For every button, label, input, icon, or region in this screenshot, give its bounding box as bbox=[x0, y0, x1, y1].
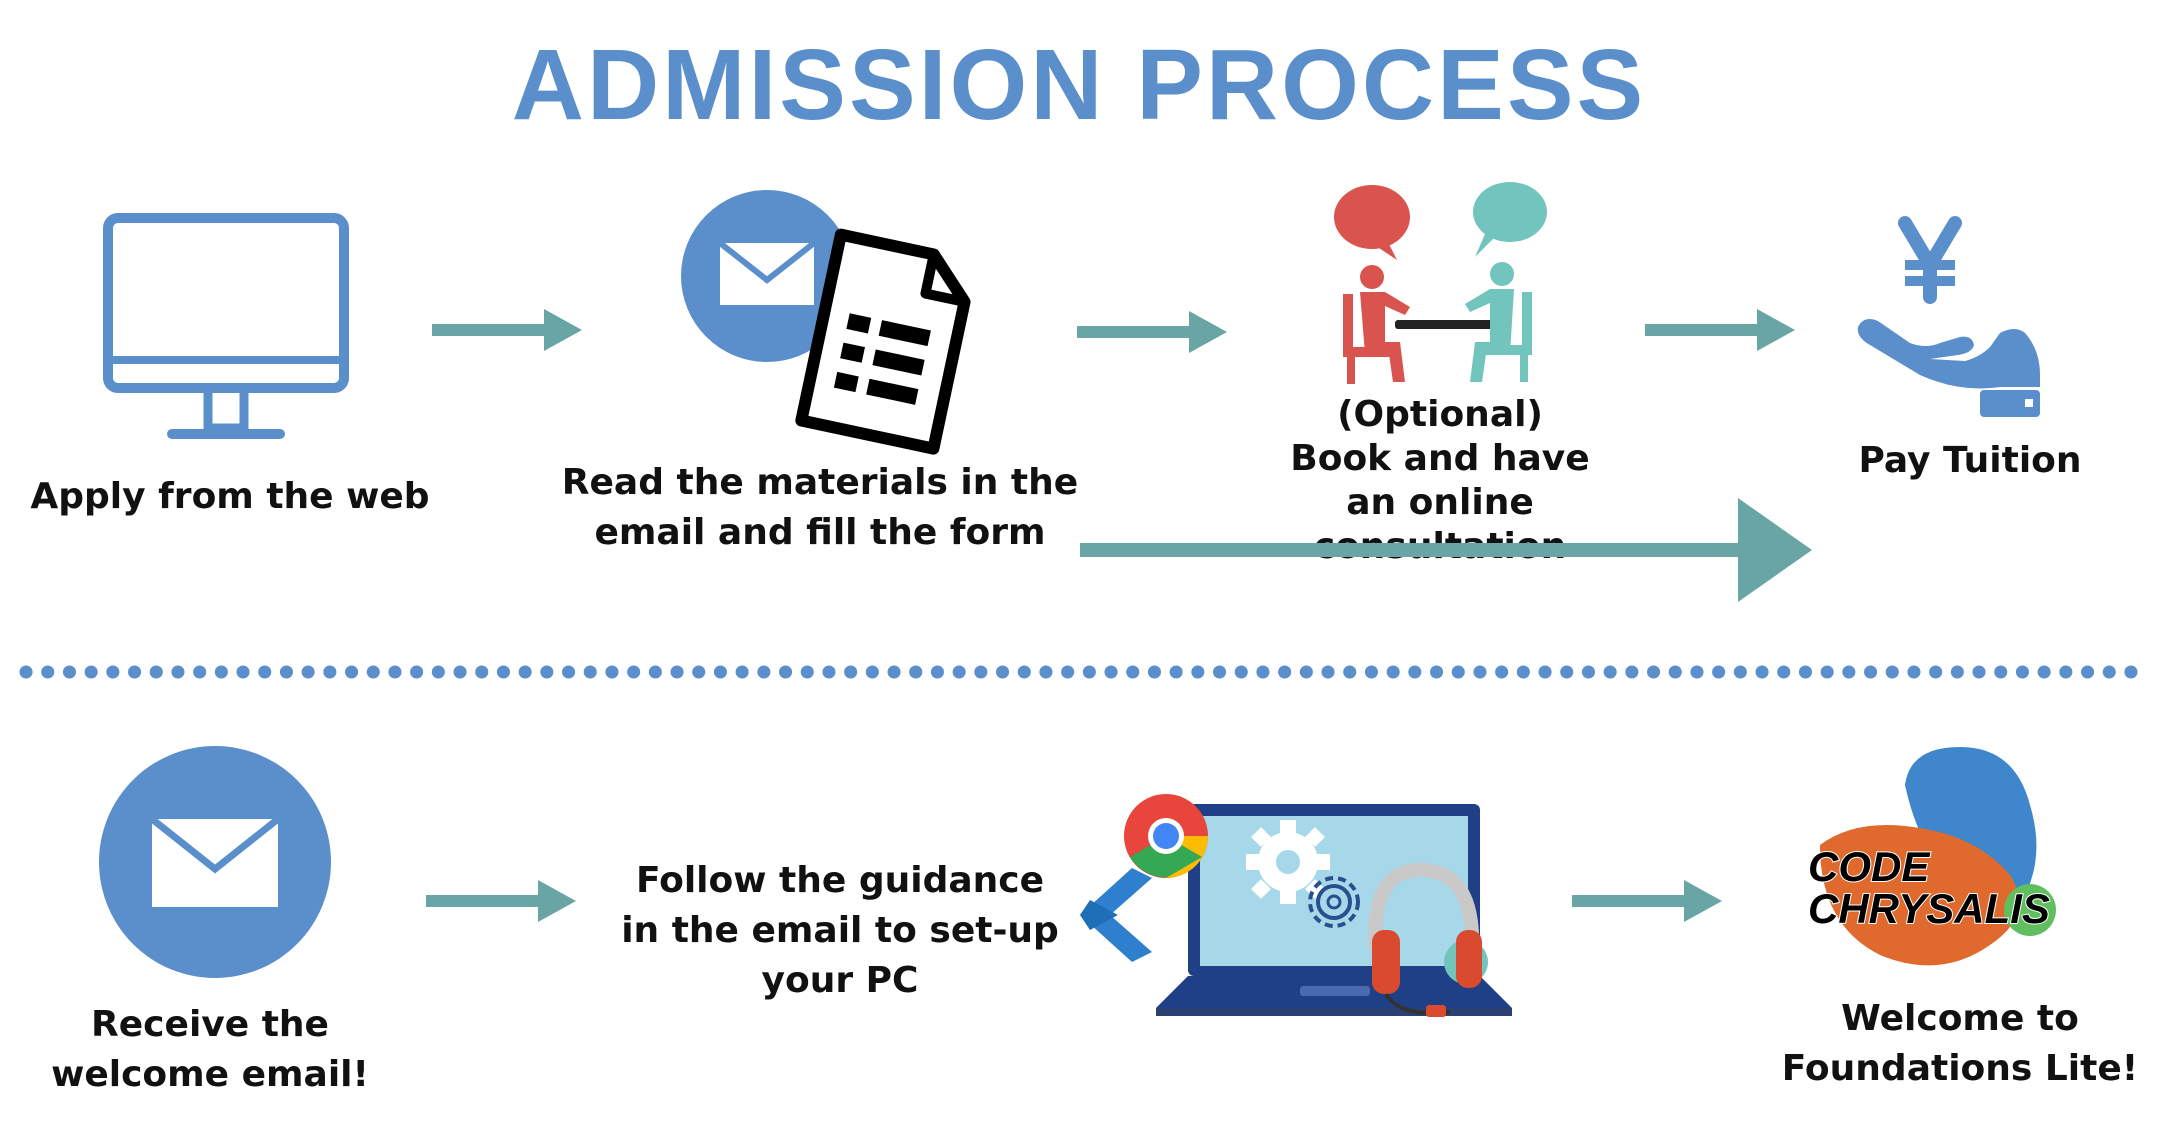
arrow-right-icon bbox=[1645, 309, 1795, 351]
long-arrow-right-icon bbox=[1080, 498, 1812, 602]
laptop-setup-icon bbox=[1080, 794, 1512, 1017]
headset-icon bbox=[1368, 862, 1488, 1017]
email-document-icon bbox=[681, 190, 971, 455]
code-chrysalis-logo: CODE CHRYSALIS bbox=[1807, 747, 2056, 966]
step-apply-label: Apply from the web bbox=[30, 476, 430, 517]
yen-hand-icon bbox=[1857, 216, 2040, 417]
arrow-right-icon bbox=[426, 880, 576, 922]
svg-text:CHRYSALIS: CHRYSALIS bbox=[1808, 885, 2050, 932]
step-welcome-label: Welcome to Foundations Lite! bbox=[1781, 998, 2139, 1089]
envelope-circle-icon bbox=[99, 746, 331, 978]
consultation-icon bbox=[1334, 182, 1547, 384]
step-pay-label: Pay Tuition bbox=[1858, 440, 2082, 481]
step-receive-label: Receive the welcome email! bbox=[51, 1004, 369, 1095]
step-read-label: Read the materials in the email and fill… bbox=[561, 462, 1079, 553]
monitor-icon bbox=[103, 213, 349, 439]
arrow-right-icon bbox=[1077, 311, 1227, 353]
vscode-icon bbox=[1080, 868, 1152, 962]
gear-icon bbox=[1308, 876, 1360, 928]
page-title: ADMISSION PROCESS bbox=[511, 29, 1647, 141]
arrow-right-icon bbox=[1572, 880, 1722, 922]
gear-icon bbox=[1246, 820, 1330, 904]
step-setup-label: Follow the guidance in the email to set-… bbox=[621, 860, 1059, 1001]
chrome-icon bbox=[1124, 794, 1208, 878]
arrow-right-icon bbox=[432, 309, 582, 351]
dotted-divider bbox=[19, 665, 2141, 679]
svg-text:CODE: CODE bbox=[1808, 843, 1931, 890]
